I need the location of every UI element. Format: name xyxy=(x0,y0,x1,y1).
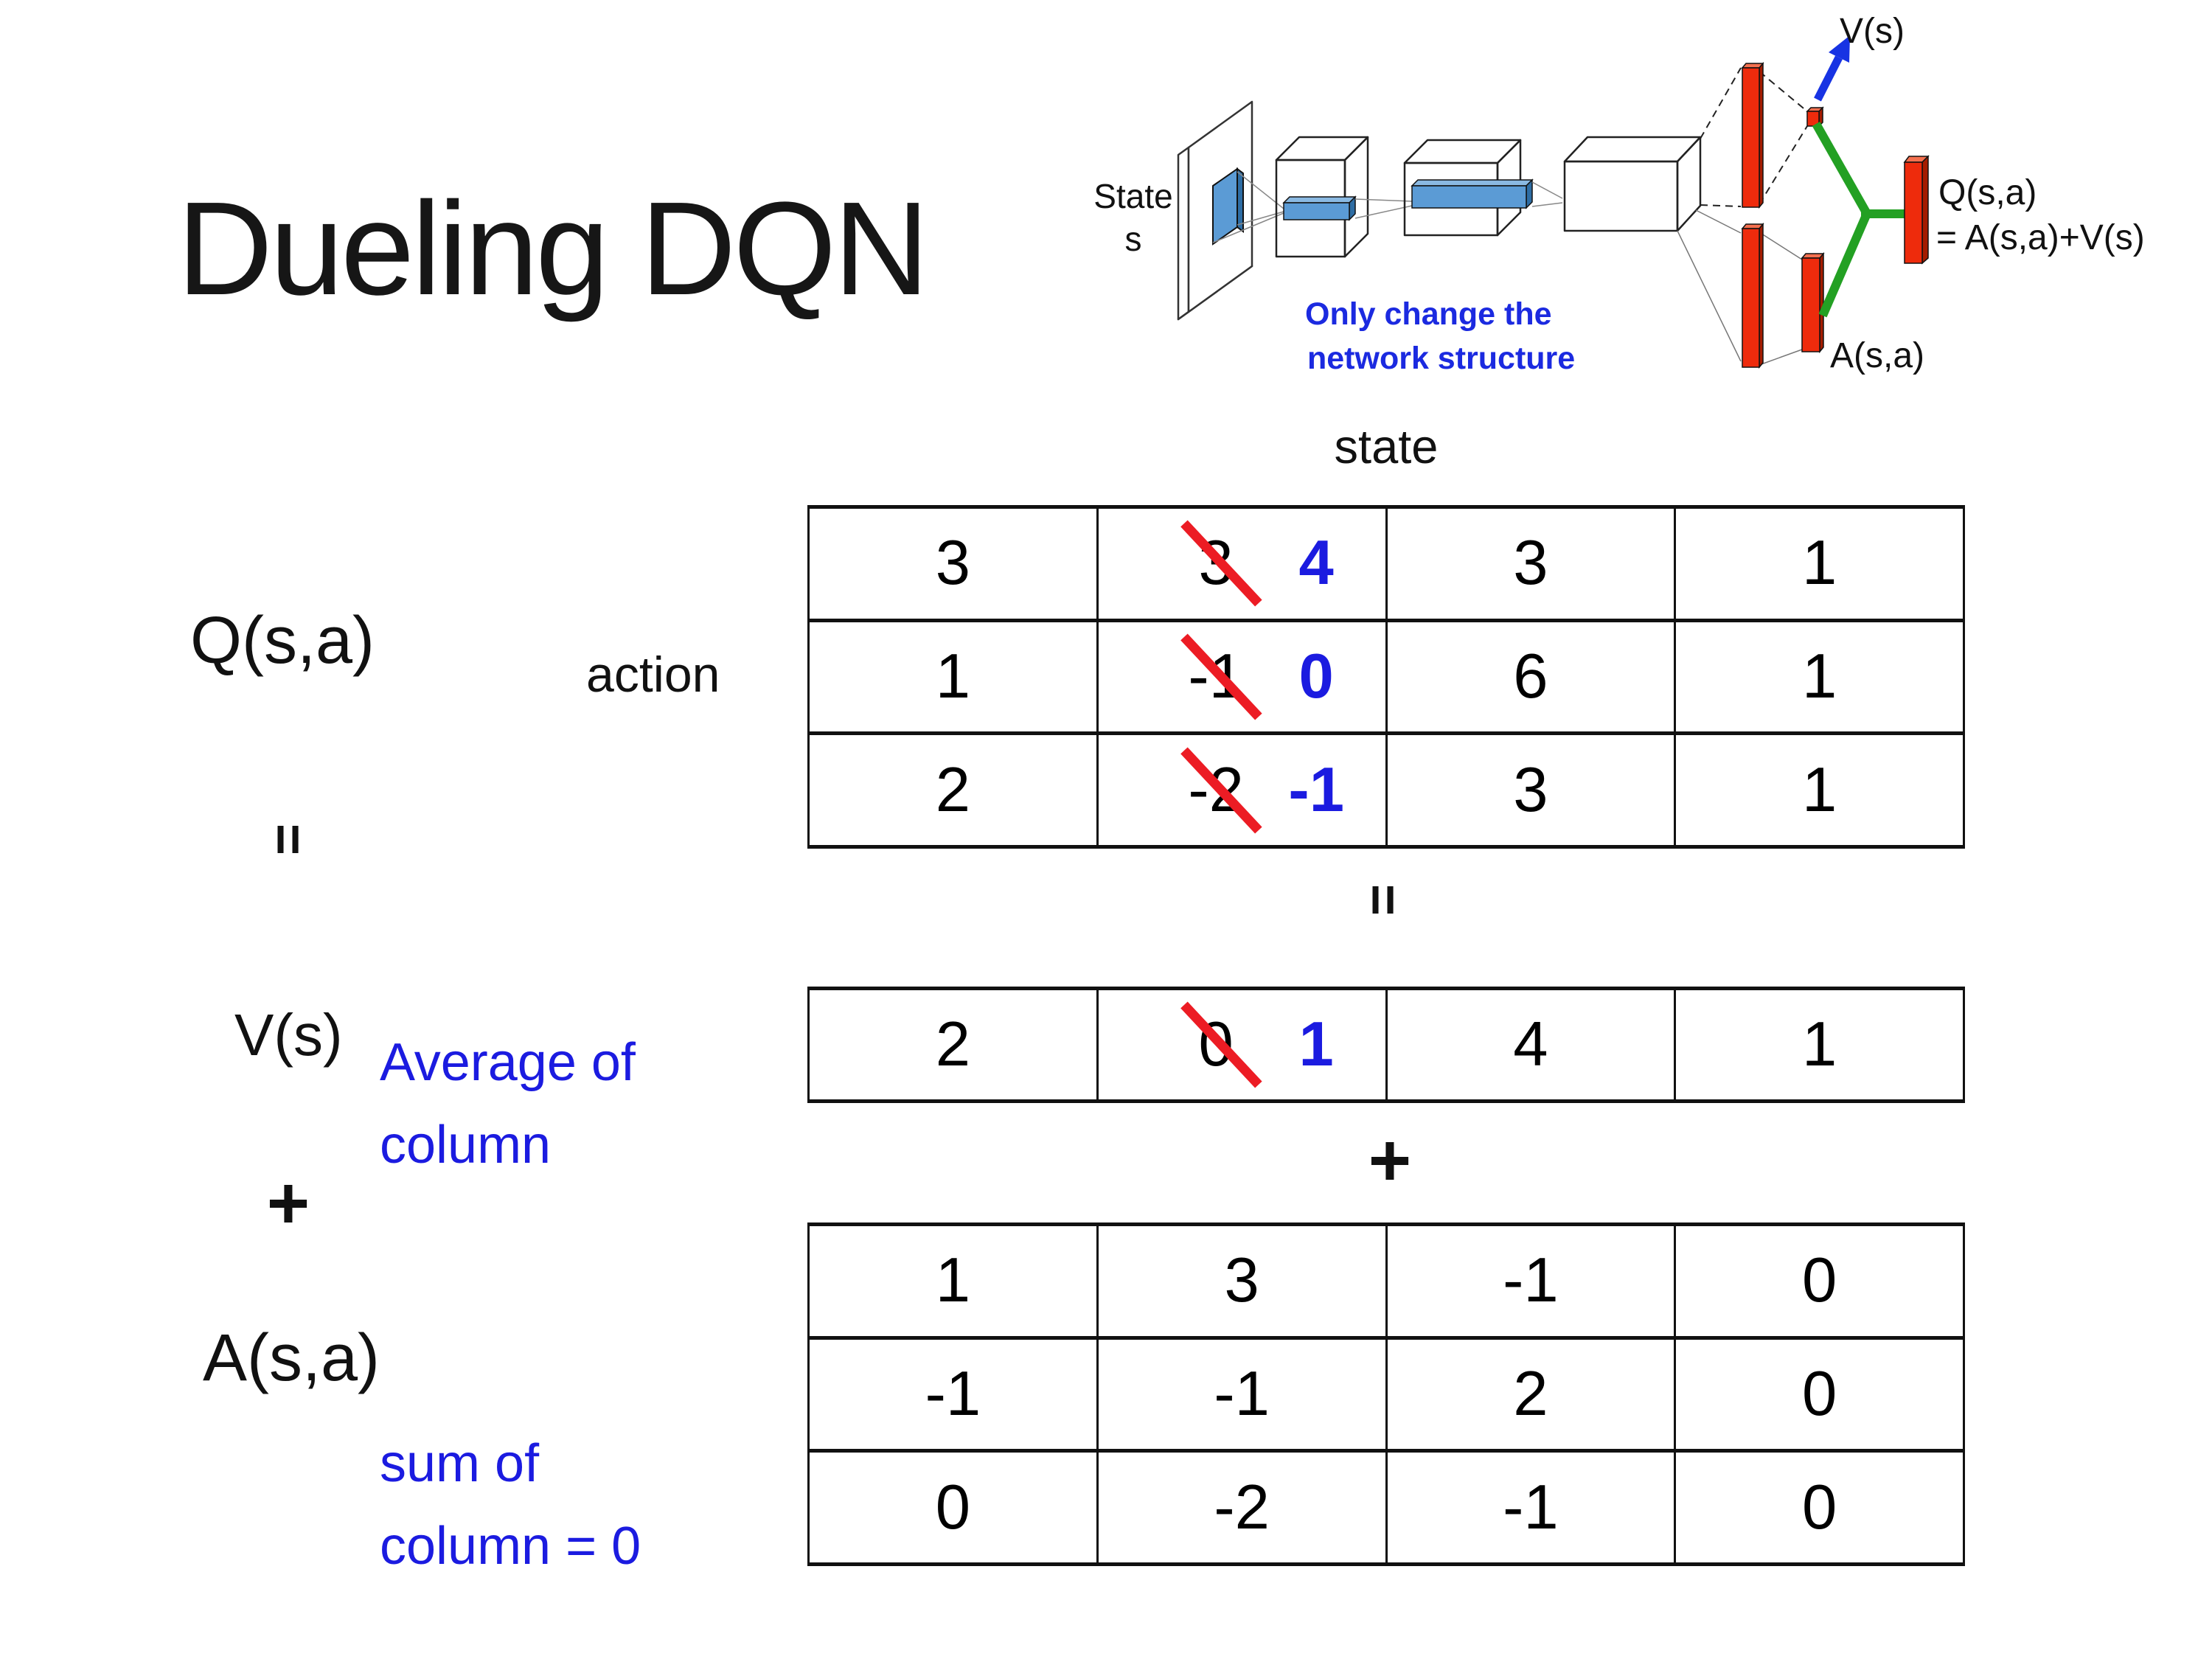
table-cell: 4 xyxy=(1385,987,1677,1103)
advantage-fc-bar xyxy=(1741,222,1764,369)
v-values-grid: 20141 xyxy=(807,987,1965,1103)
aggregator-connector xyxy=(1812,122,1905,318)
equals-sign-left: = xyxy=(258,823,320,855)
q-output-bar xyxy=(1903,155,1930,265)
table-cell: 2 xyxy=(1385,1335,1677,1453)
action-header: action xyxy=(586,647,720,703)
new-value: 0 xyxy=(1298,641,1334,712)
advantage-output-bar xyxy=(1801,251,1825,354)
state-input-label: State xyxy=(1093,177,1172,215)
a-matrix-label: A(s,a) xyxy=(203,1321,380,1395)
table-cell: -2-1 xyxy=(1096,731,1388,849)
table-cell: 1 xyxy=(1674,618,1965,736)
plus-sign-left: + xyxy=(266,1161,310,1245)
table-cell: 3 xyxy=(1385,505,1677,622)
table-cell: 3 xyxy=(1385,731,1677,849)
table-cell: 6 xyxy=(1385,618,1677,736)
table-cell: 01 xyxy=(1096,987,1388,1103)
table-cell: 0 xyxy=(1674,1335,1965,1453)
average-of-column-note: Average of column xyxy=(380,1033,636,1175)
feature-map-bar-1 xyxy=(1282,195,1357,221)
sum-of-column-note: sum of column = 0 xyxy=(380,1434,641,1576)
table-cell: -1 xyxy=(1385,1222,1677,1340)
diagram-note-line2: network structure xyxy=(1307,341,1575,376)
projection-lines-1 xyxy=(1354,198,1413,219)
table-row: 33431 xyxy=(807,505,1965,622)
table-cell: 1 xyxy=(1674,731,1965,849)
projection-lines-2 xyxy=(1531,181,1563,207)
fc-layer-box xyxy=(1563,136,1702,232)
value-fc-bar xyxy=(1741,61,1764,209)
table-cell: -1 xyxy=(1096,1335,1388,1453)
state-header: state xyxy=(1334,420,1439,473)
value-stream-dashed-lines xyxy=(1700,67,1808,207)
v-values-table: 20141 xyxy=(807,987,1965,1103)
q-formula-label: = A(s,a)+V(s) xyxy=(1936,218,2145,257)
table-cell: 1 xyxy=(807,1222,1099,1340)
conv-filter-icon xyxy=(1212,167,1244,246)
table-cell: -1 xyxy=(1385,1449,1677,1566)
q-output-label: Q(s,a) xyxy=(1938,173,2037,212)
table-cell: 34 xyxy=(1096,505,1388,622)
plus-sign-middle: + xyxy=(1368,1119,1412,1202)
state-input-sublabel: s xyxy=(1125,220,1142,258)
table-cell: 2 xyxy=(807,731,1099,849)
table-cell: 1 xyxy=(1674,505,1965,622)
advantage-stream-lines xyxy=(1677,209,1803,366)
table-cell: 0 xyxy=(1674,1222,1965,1340)
v-output-label: V(s) xyxy=(1840,12,1905,51)
table-cell: 3 xyxy=(1096,1222,1388,1340)
q-matrix-label: Q(s,a) xyxy=(190,604,375,678)
table-cell: 0 xyxy=(807,1449,1099,1566)
page-title: Dueling DQN xyxy=(177,175,929,323)
value-output-arrow xyxy=(1814,35,1850,102)
feature-map-bar-2 xyxy=(1411,178,1534,209)
table-cell: -2 xyxy=(1096,1449,1388,1566)
table-row: 2-2-131 xyxy=(807,731,1965,849)
equals-sign-middle: = xyxy=(1353,883,1415,916)
diagram-note-line1: Only change the xyxy=(1305,296,1552,332)
v-matrix-label: V(s) xyxy=(234,1002,343,1068)
table-cell: 2 xyxy=(807,987,1099,1103)
network-architecture-diagram: State s xyxy=(1093,12,2145,376)
table-cell: -1 xyxy=(807,1335,1099,1453)
table-row: 20141 xyxy=(807,987,1965,1103)
table-cell: -10 xyxy=(1096,618,1388,736)
new-value: 4 xyxy=(1298,528,1334,599)
table-cell: 3 xyxy=(807,505,1099,622)
table-cell: 0 xyxy=(1674,1449,1965,1566)
new-value: -1 xyxy=(1288,754,1344,825)
table-cell: 1 xyxy=(807,618,1099,736)
table-cell: 1 xyxy=(1674,987,1965,1103)
new-value: 1 xyxy=(1298,1009,1334,1079)
a-output-label: A(s,a) xyxy=(1830,336,1924,375)
